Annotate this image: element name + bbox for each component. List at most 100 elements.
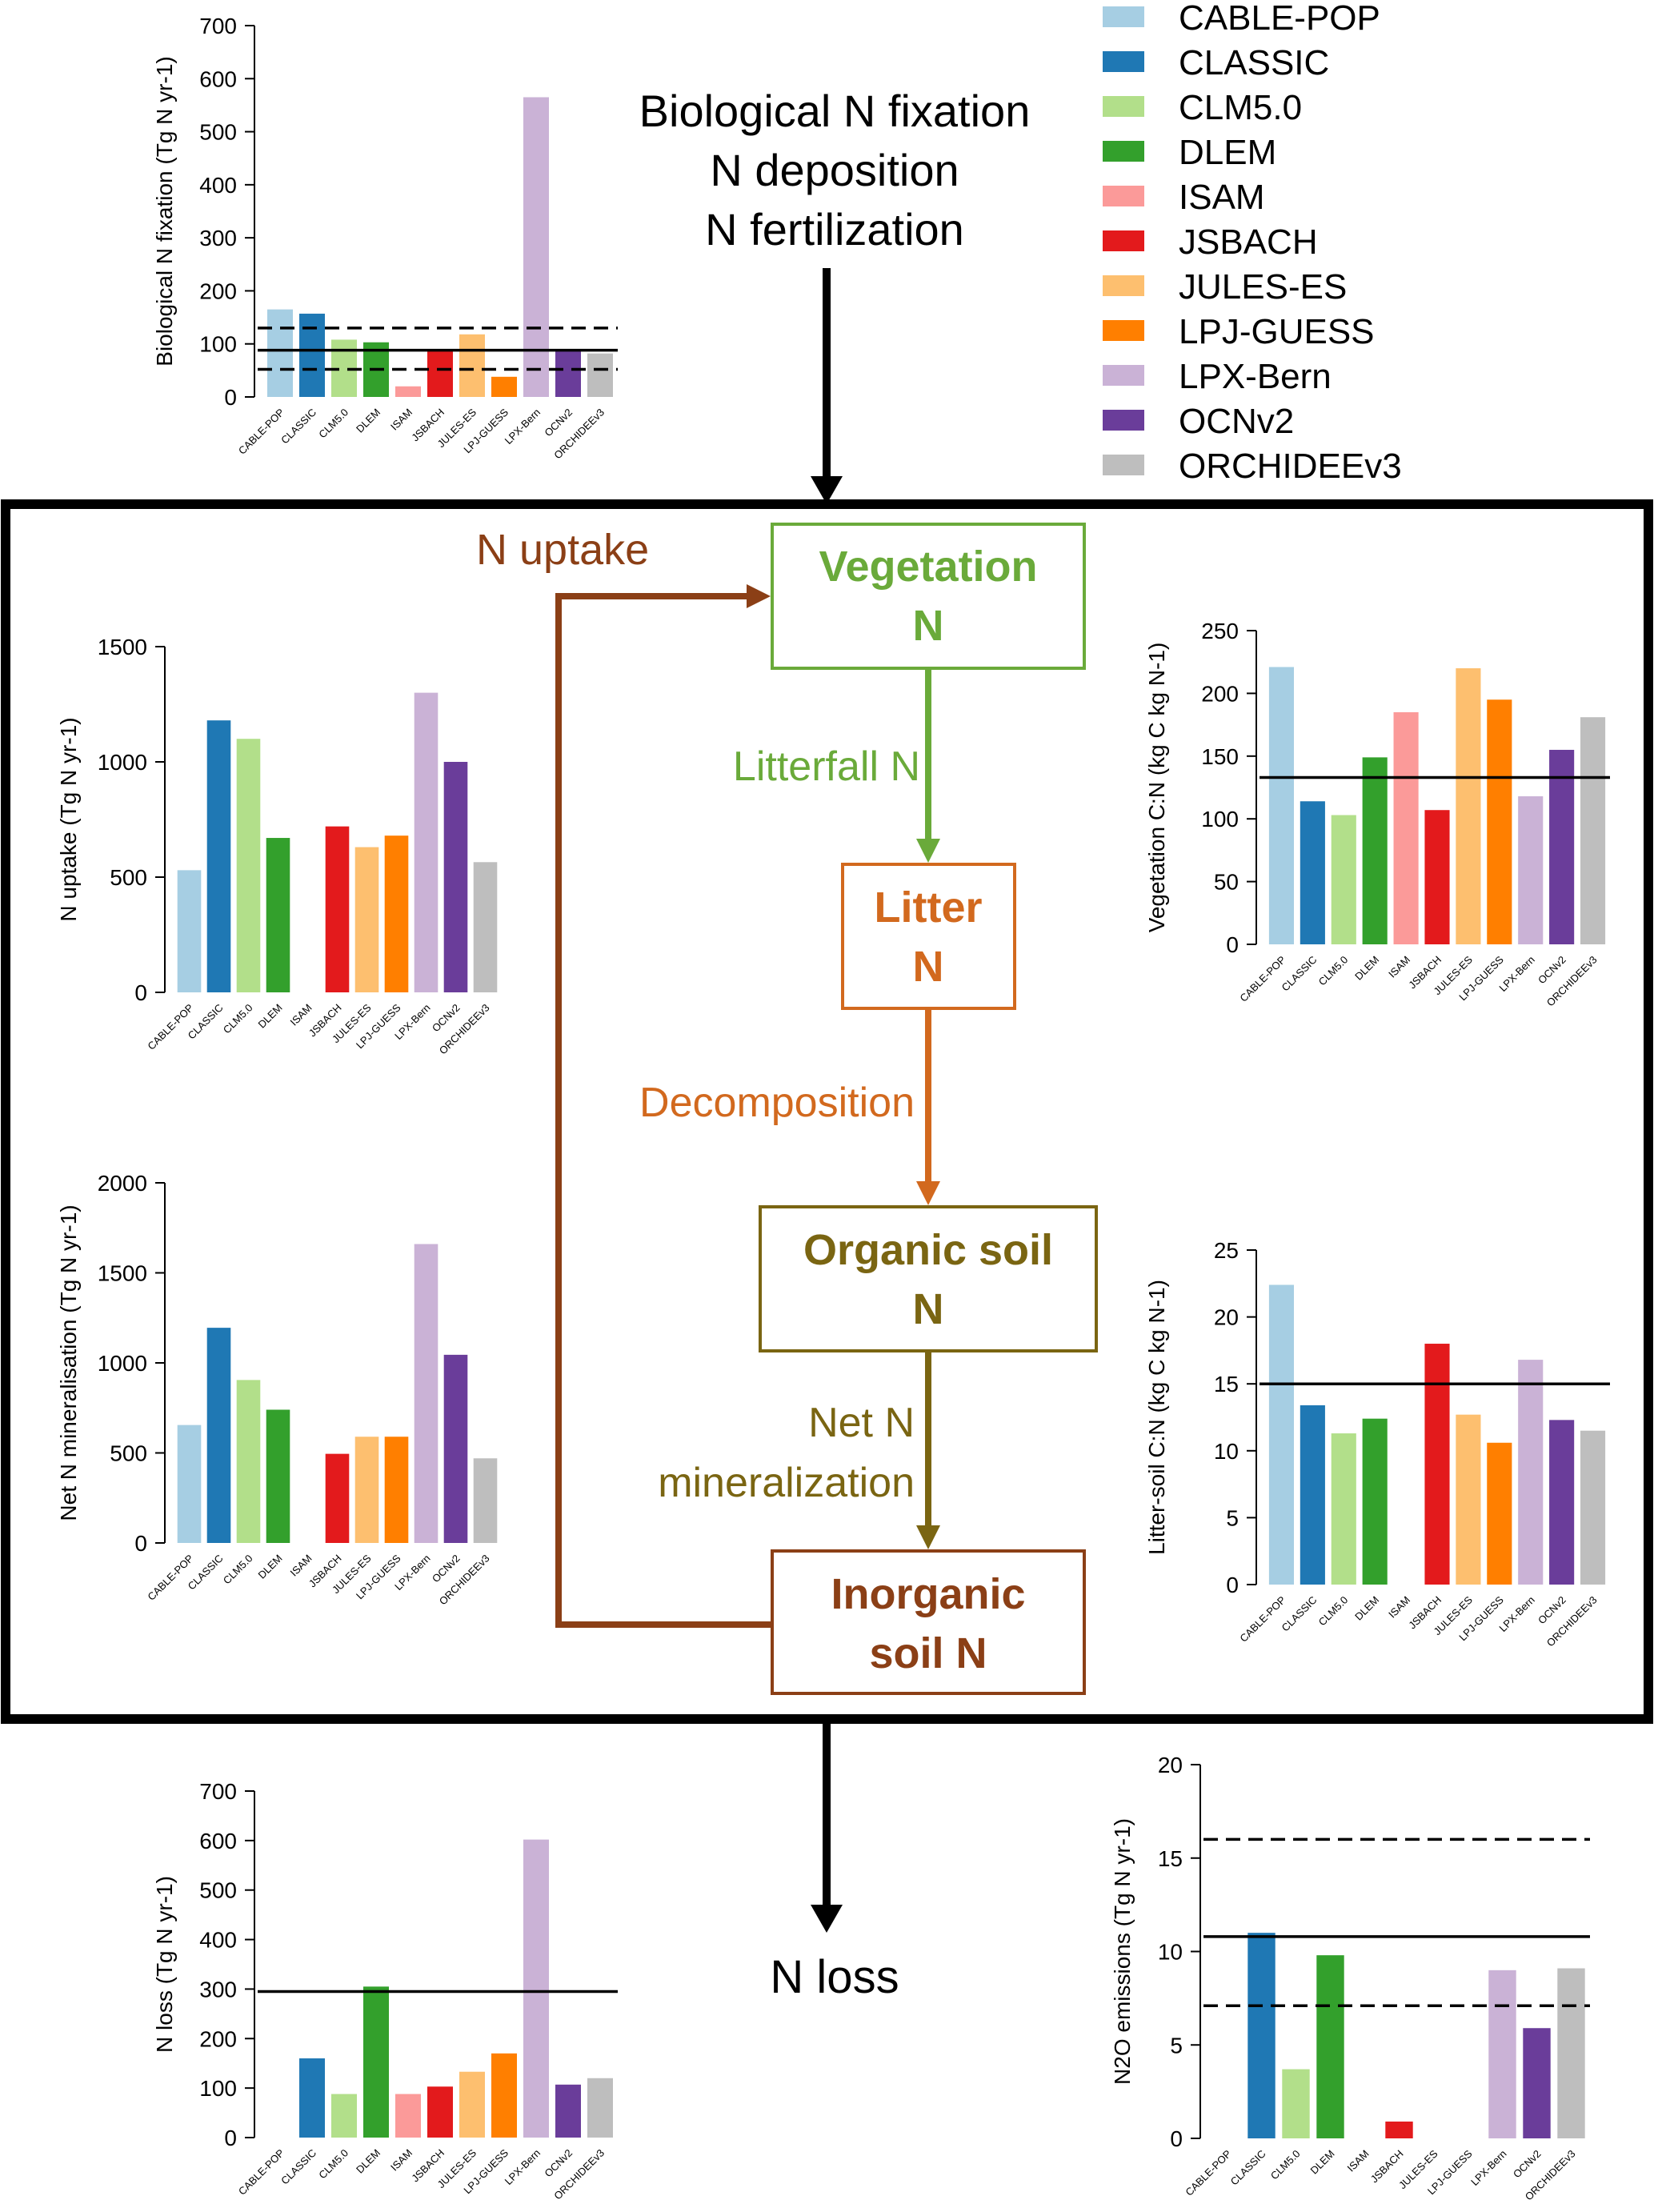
y-tick-label: 20: [1214, 1305, 1239, 1330]
loss-label: N loss: [770, 1951, 899, 2003]
bar-classic: [1248, 1933, 1276, 2138]
x-tick-label: CLM5.0: [221, 1553, 255, 1587]
x-tick-label: ISAM: [1345, 2148, 1372, 2174]
y-tick-label: 1500: [98, 1261, 147, 1286]
bar-isam: [395, 2094, 421, 2138]
bar-jules-es: [1456, 1414, 1481, 1585]
bar-lpj-guess: [1487, 1442, 1512, 1585]
bar-orchideev3: [587, 2078, 613, 2138]
bar-orchideev3: [1580, 717, 1606, 944]
x-tick-label: CABLE-POP: [1237, 954, 1288, 1004]
legend-swatch-cable-pop: [1103, 6, 1144, 27]
bar-jsbach: [427, 349, 453, 397]
bar-jsbach: [1424, 810, 1450, 944]
bar-lpj-guess: [491, 376, 517, 397]
pool-organic-soil: Organic soil N: [759, 1205, 1098, 1352]
bar-cable-pop: [177, 1425, 202, 1543]
x-tick-label: DLEM: [1352, 954, 1381, 983]
x-tick-label: CLM5.0: [1268, 2148, 1303, 2182]
bar-ocnv2: [555, 349, 581, 397]
legend-label: ISAM: [1179, 178, 1265, 217]
flux-uptake: N uptake: [476, 526, 771, 1628]
bar-lpx-bern: [523, 1839, 549, 2138]
bar-orchideev3: [473, 1458, 498, 1543]
x-tick-label: CLASSIC: [278, 2147, 318, 2187]
y-axis-label: Litter-soil C:N (kg C kg N-1): [1144, 1280, 1169, 1555]
pool-organic-label2: N: [913, 1285, 944, 1333]
x-tick-label: ISAM: [388, 2147, 415, 2174]
legend-label: JSBACH: [1179, 222, 1318, 262]
pool-inorganic-label2: soil N: [869, 1629, 987, 1677]
legend-label: DLEM: [1179, 133, 1276, 172]
y-tick-label: 600: [199, 1829, 237, 1853]
y-tick-label: 600: [199, 66, 237, 91]
x-tick-label: CLASSIC: [1228, 2148, 1268, 2188]
x-tick-label: CABLE-POP: [1237, 1594, 1288, 1645]
y-tick-label: 1000: [98, 1351, 147, 1376]
bar-lpj-guess: [384, 836, 409, 992]
x-tick-label: CLASSIC: [278, 407, 318, 447]
bar-ocnv2: [443, 1354, 468, 1543]
bar-lpj-guess: [1487, 699, 1512, 944]
bar-lpj-guess: [384, 1437, 409, 1543]
loss-arrowhead: [811, 1905, 843, 1933]
bar-lpj-guess: [491, 2053, 517, 2138]
flux-decomposition-label: Decomposition: [639, 1080, 915, 1126]
bar-jsbach: [1424, 1344, 1450, 1585]
x-tick-label: CLM5.0: [1316, 954, 1351, 988]
legend-swatch-ocnv2: [1103, 410, 1144, 431]
legend-swatch-clm5-0: [1103, 96, 1144, 117]
y-tick-label: 50: [1214, 870, 1239, 895]
legend-swatch-lpj-guess: [1103, 320, 1144, 341]
flux-litterfall-label: Litterfall N: [733, 743, 920, 790]
x-tick-label: DLEM: [1308, 2148, 1336, 2177]
y-tick-label: 0: [1226, 932, 1239, 957]
y-tick-label: 0: [1170, 2126, 1183, 2151]
bar-orchideev3: [1557, 1968, 1585, 2138]
bar-cable-pop: [1268, 1284, 1295, 1585]
bar-jsbach: [1385, 2121, 1413, 2138]
x-tick-label: LPX-Bern: [503, 407, 543, 447]
pool-inorganic-soil: Inorganic soil N: [771, 1549, 1086, 1695]
legend-swatch-jules-es: [1103, 275, 1144, 296]
x-tick-label: DLEM: [354, 2147, 382, 2176]
bar-classic: [206, 720, 231, 992]
legend-swatch-jsbach: [1103, 230, 1144, 251]
bar-jules-es: [354, 1437, 379, 1543]
flux-mineralization-label2: mineralization: [658, 1460, 915, 1506]
y-tick-label: 300: [199, 1977, 237, 2002]
legend-label: JULES-ES: [1179, 267, 1347, 307]
y-tick-label: 700: [199, 14, 237, 38]
y-tick-label: 100: [199, 2076, 237, 2101]
input-deposition-label: N deposition: [710, 145, 959, 195]
flux-mineralization-label: Net N: [808, 1400, 915, 1446]
y-tick-label: 0: [224, 2126, 237, 2150]
y-axis-label: N loss (Tg N yr-1): [152, 1876, 177, 2053]
y-tick-label: 2000: [98, 1171, 147, 1196]
bar-dlem: [266, 1409, 290, 1543]
bar-orchideev3: [1580, 1430, 1606, 1585]
bar-isam: [1393, 711, 1419, 944]
y-axis-label: Net N mineralisation (Tg N yr-1): [56, 1204, 81, 1521]
bar-jules-es: [459, 334, 485, 397]
bar-clm5-0: [236, 739, 261, 992]
bar-dlem: [1362, 1418, 1388, 1585]
y-tick-label: 100: [1201, 807, 1239, 832]
bar-lpx-bern: [1518, 1360, 1544, 1585]
legend-label: LPX-Bern: [1179, 357, 1332, 396]
y-tick-label: 700: [199, 1779, 237, 1804]
bar-lpx-bern: [1518, 795, 1544, 944]
y-tick-label: 300: [199, 226, 237, 250]
terrestrial-n-box: [1, 499, 1653, 1724]
x-tick-label: CABLE-POP: [236, 2147, 286, 2198]
legend-swatch-isam: [1103, 186, 1144, 206]
bar-classic: [1300, 1405, 1325, 1585]
pool-litter: Litter N: [841, 863, 1016, 1010]
x-tick-label: CLM5.0: [316, 2147, 350, 2182]
bar-jules-es: [459, 2071, 485, 2138]
y-tick-label: 5: [1226, 1505, 1239, 1530]
y-tick-label: 15: [1158, 1846, 1183, 1871]
